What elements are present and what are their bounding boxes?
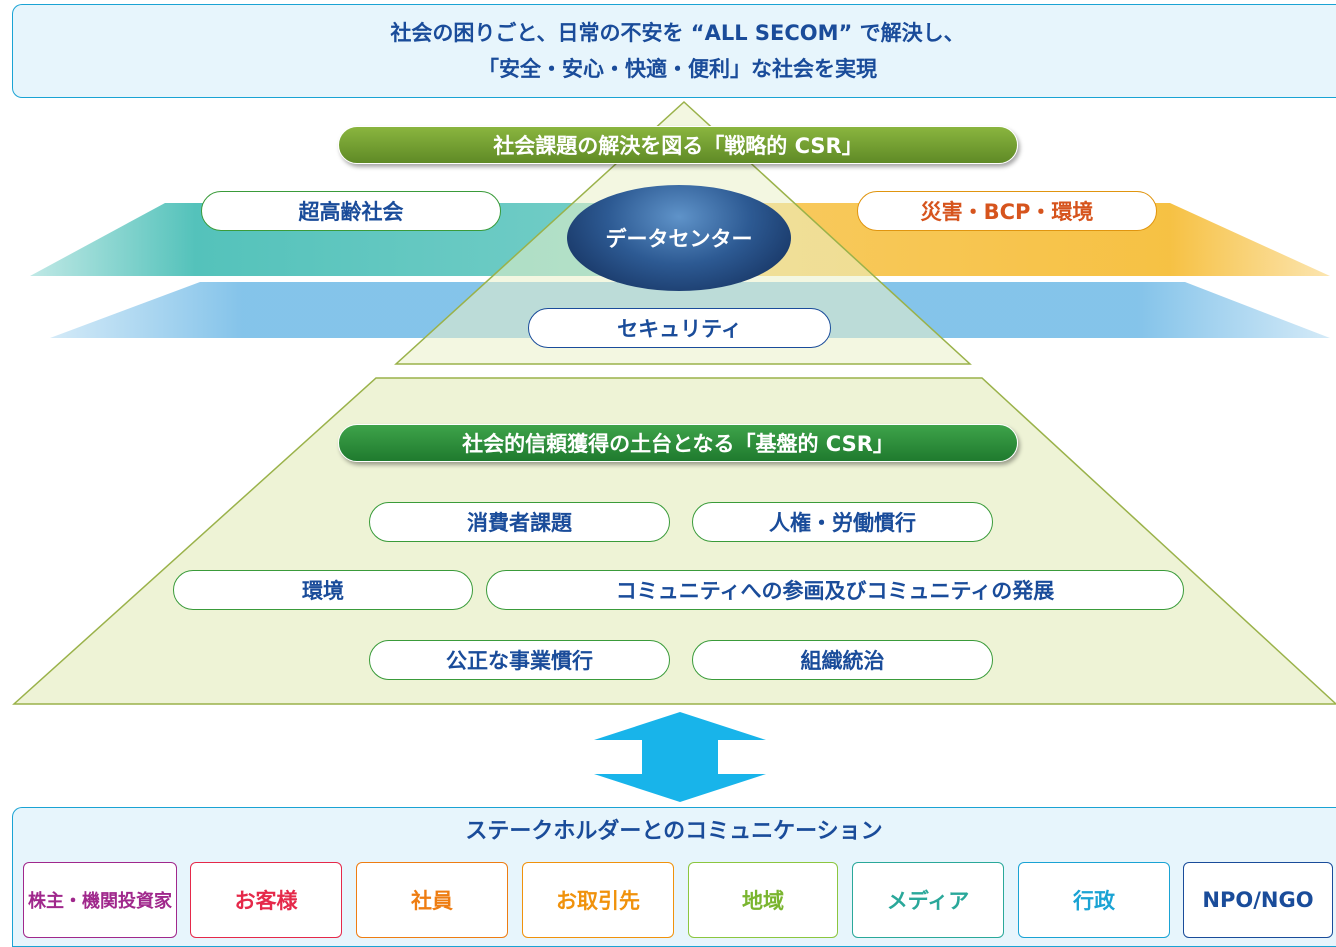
- stakeholder-title: ステークホルダーとのコミュニケーション: [465, 819, 883, 844]
- data-center-label: データセンター: [605, 227, 753, 251]
- environment-pill: 環境: [173, 570, 473, 610]
- disaster-bcp-environment-pill: 災害・BCP・環境: [857, 191, 1157, 231]
- fair-operating-practices-pill: 公正な事業慣行: [369, 640, 670, 680]
- consumer-issues-pill: 消費者課題: [369, 502, 670, 542]
- vision-box: 社会の困りごと、日常の不安を “ALL SECOM” で解決し、 「安全・安心・…: [12, 4, 1336, 98]
- stakeholder-shareholders: 株主・機関投資家: [23, 862, 177, 938]
- stakeholder-community: 地域: [688, 862, 838, 938]
- stakeholder-government: 行政: [1018, 862, 1170, 938]
- data-center-oval: データセンター: [567, 185, 791, 291]
- stakeholder-business-partners: お取引先: [522, 862, 674, 938]
- foundation-csr-banner: 社会的信頼獲得の土台となる「基盤的 CSR」: [338, 424, 1018, 462]
- aging-society-pill: 超高齢社会: [201, 191, 501, 231]
- double-arrow: [594, 712, 766, 802]
- stakeholder-employees: 社員: [356, 862, 508, 938]
- strategic-csr-banner: 社会課題の解決を図る「戦略的 CSR」: [338, 126, 1018, 164]
- community-involvement-pill: コミュニティへの参画及びコミュニティの発展: [486, 570, 1184, 610]
- human-rights-labor-pill: 人権・労働慣行: [692, 502, 993, 542]
- vision-line-1: 社会の困りごと、日常の不安を “ALL SECOM” で解決し、: [390, 21, 965, 45]
- stakeholder-media: メディア: [852, 862, 1004, 938]
- security-pill: セキュリティ: [528, 308, 831, 348]
- stakeholder-npo-ngo: NPO/NGO: [1183, 862, 1333, 938]
- stakeholder-customers: お客様: [190, 862, 342, 938]
- vision-line-2: 「安全・安心・快適・便利」な社会を実現: [478, 57, 877, 81]
- organizational-governance-pill: 組織統治: [692, 640, 993, 680]
